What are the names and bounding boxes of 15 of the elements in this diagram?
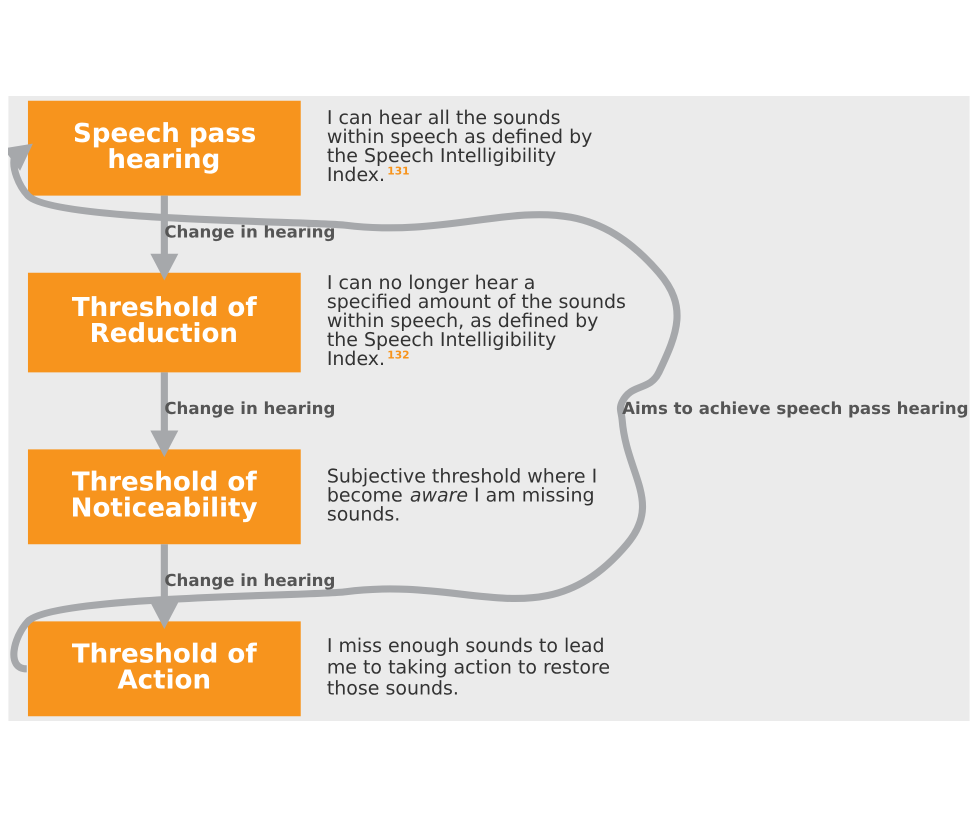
node-box: Threshold of Action [28, 620, 301, 716]
arrow [150, 544, 178, 629]
edge-label: Change in hearing [164, 570, 336, 590]
node-label: I miss enough sounds to lead me to taking action to restore those sounds. [326, 634, 610, 700]
node-box: Threshold of Noticeability [28, 448, 301, 544]
arrow [150, 195, 178, 280]
node-box: Threshold of Reduction [28, 272, 301, 372]
node-label: I can no longer hear a specified amount of the sounds within speech, as defined by the Speech Intelligibility Index.$^{132}$ [326, 272, 626, 370]
edge-label: Aims to achieve speech pass hearing [622, 398, 968, 418]
edge-label: Change in hearing [164, 398, 336, 418]
node-label: Subjective threshold where I become aware I am missing sounds. [326, 464, 598, 525]
edge-label: Change in hearing [164, 222, 336, 241]
node-box: Speech pass hearing [28, 100, 301, 196]
arrow [150, 372, 178, 457]
node-label: I can hear all the sounds within speech as defined by the Speech Intelligibility Index.$^{131}$ [326, 106, 592, 186]
